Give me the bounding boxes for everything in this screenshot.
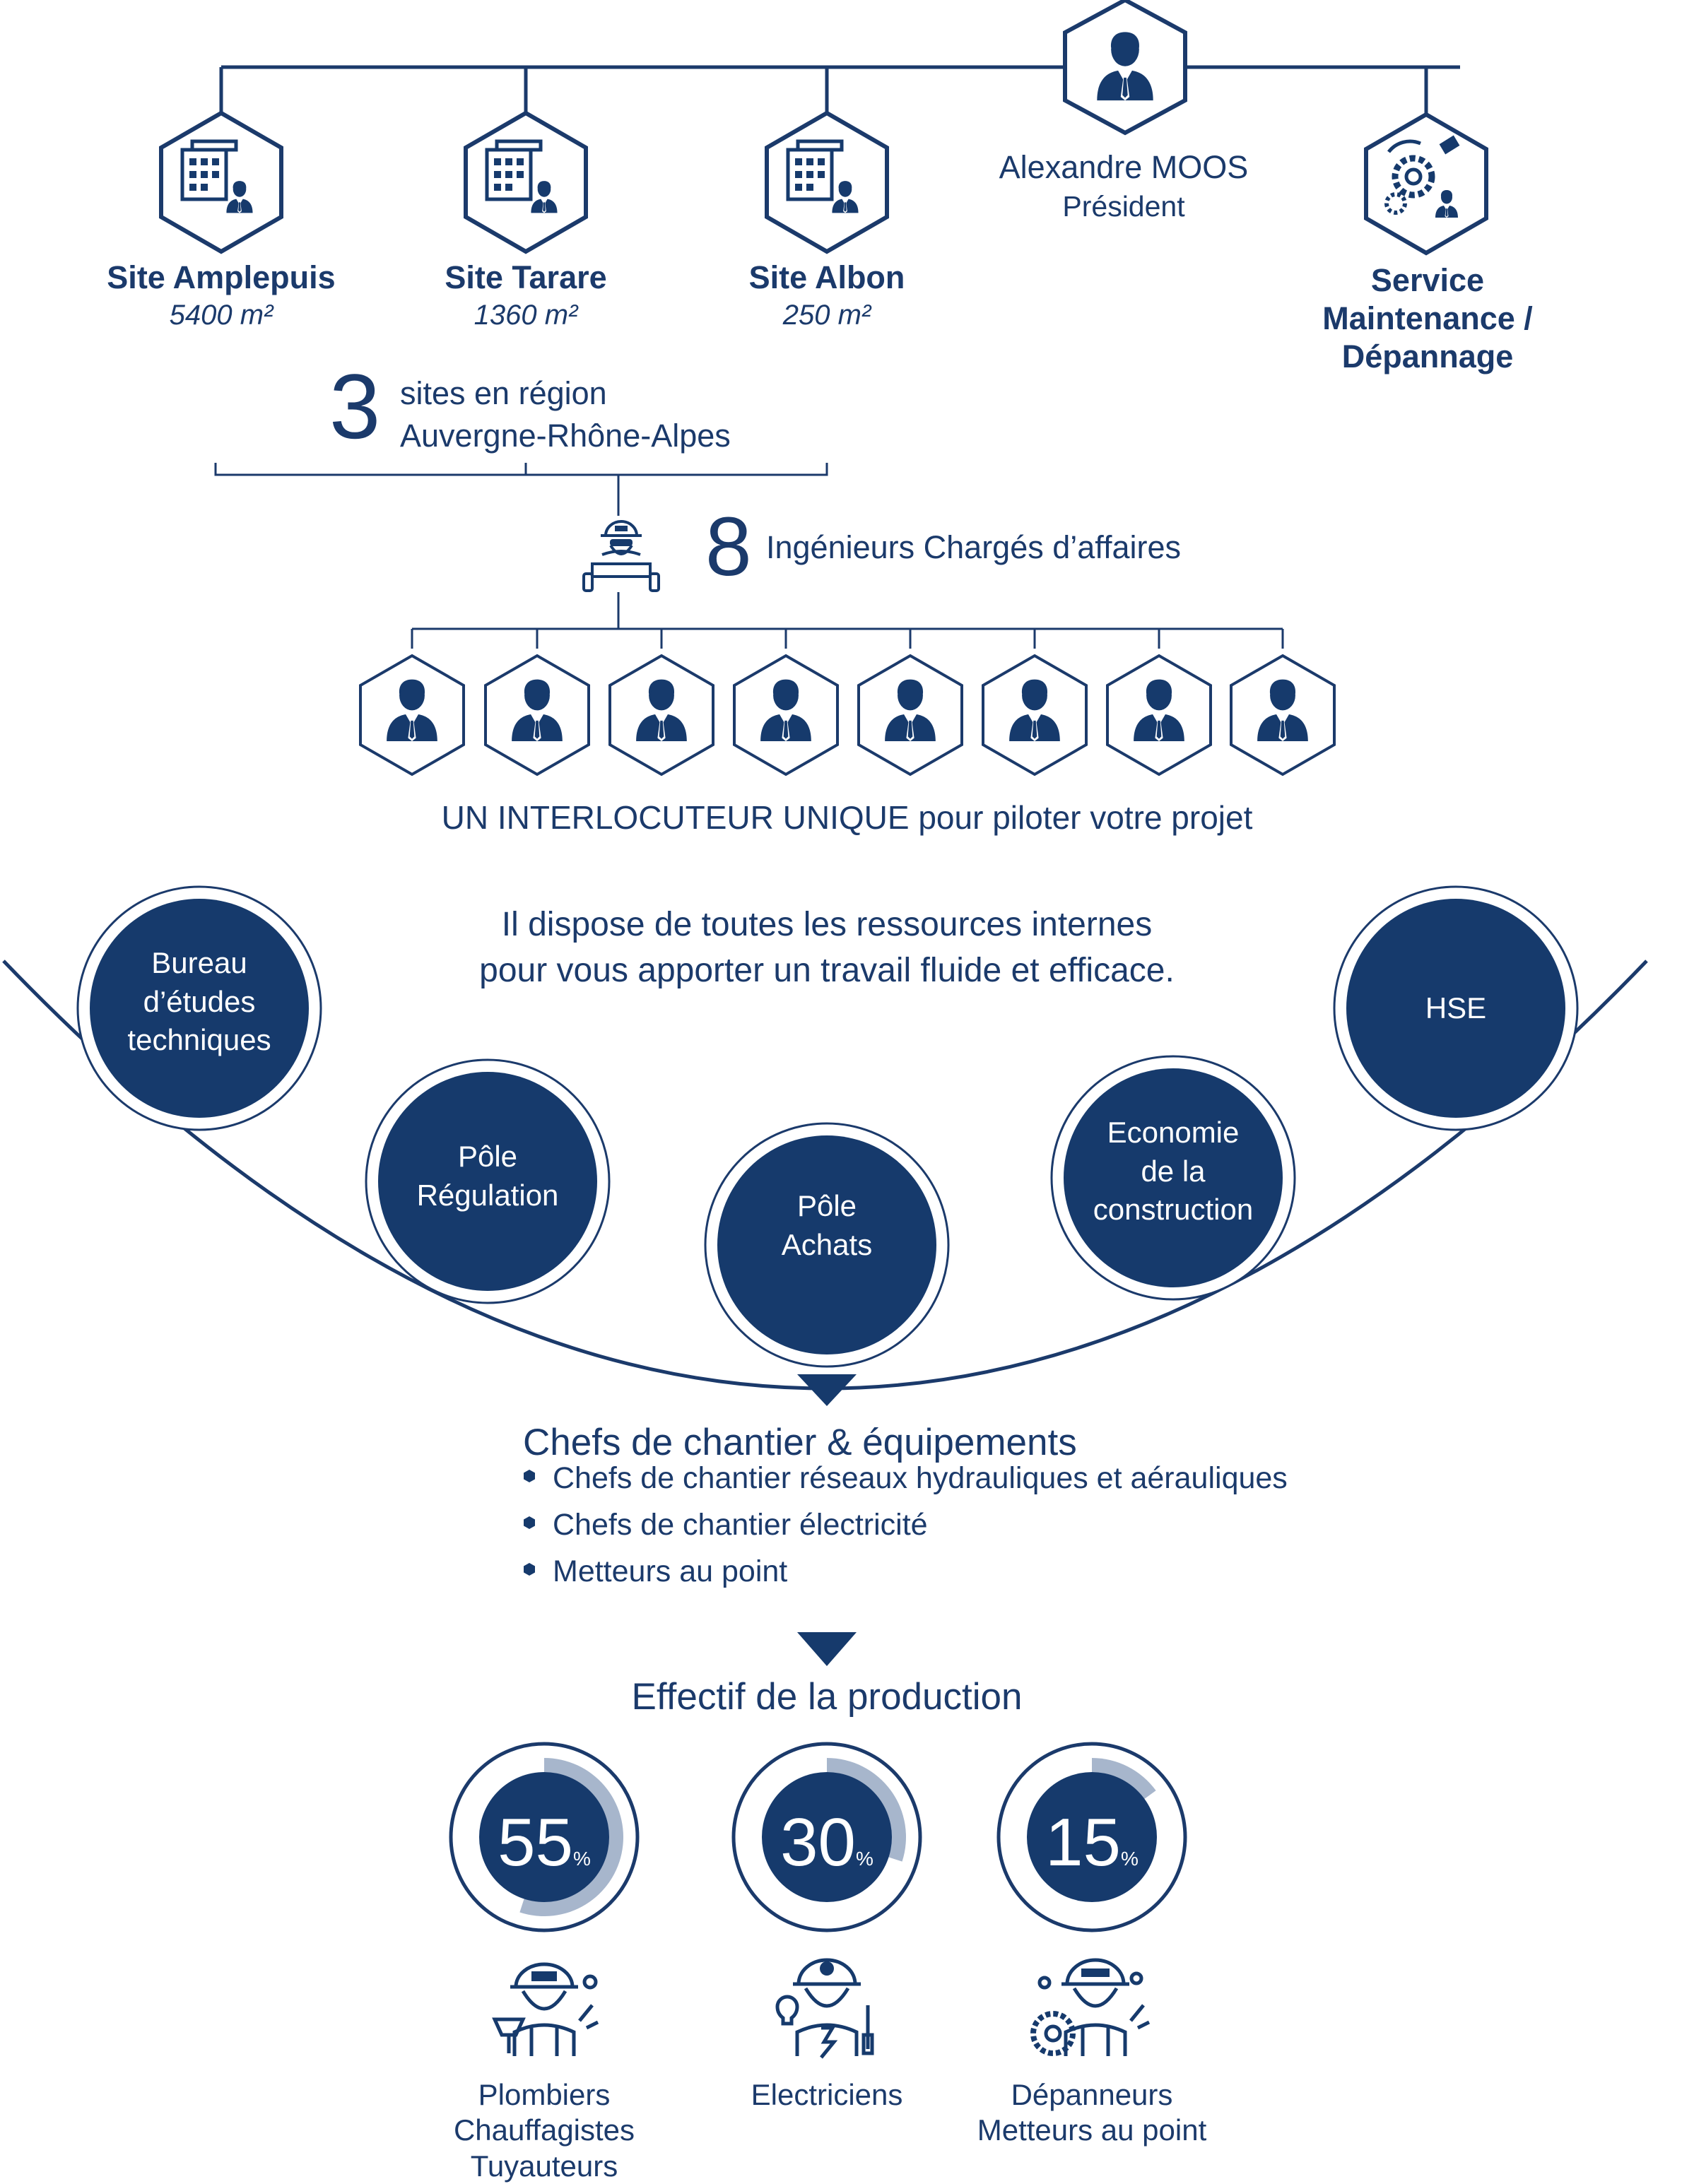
worker-label: Dépanneurs Metteurs au point [951,2077,1233,2149]
list-item: Chefs de chantier réseaux hydrauliques e… [523,1461,1288,1495]
region-line: Auvergne-Rhône-Alpes [400,418,731,454]
down-arrow [797,1632,857,1666]
list-item: Chefs de chantier électricité [523,1508,1288,1542]
percentage-number: 30 [780,1805,856,1880]
site-name: Site Tarare [445,259,607,295]
pole-label: Pôle Régulation [382,1138,594,1215]
hexagon-bullet-icon [524,1470,535,1482]
pole-label-line: Régulation [416,1178,559,1212]
worker-label-line: Tuyauteurs [470,2149,618,2183]
worker-label: Plombiers Chauffagistes Tuyauteurs [403,2077,686,2184]
engineer-hexagons [359,654,1336,777]
pole-label-line: Pôle [796,1189,857,1222]
hexagon-bullet-icon [524,1516,535,1529]
worker-label-line: Dépanneurs [1011,2078,1173,2111]
engineer-icon [582,520,660,592]
pole-label-line: construction [1093,1193,1254,1227]
service-name-line: Service [1370,262,1485,298]
single-contact-emphasis: UN INTERLOCUTEUR UNIQUE [441,799,910,836]
chefs-title: Chefs de chantier & équipements [523,1422,1077,1463]
hexagon-bullet-icon [524,1563,535,1576]
pole-label: Pôle Achats [721,1187,933,1264]
list-item-text: Metteurs au point [553,1554,788,1588]
top-connectors [219,65,1460,113]
pole-label-line: de la [1141,1154,1206,1188]
chefs-list: Chefs de chantier réseaux hydrauliques e… [523,1461,1288,1601]
pole-label-line: techniques [127,1023,271,1057]
pole-label: Bureau d’études techniques [93,944,305,1060]
engineers-count: 8 [705,500,752,594]
building-manager-icon [180,139,859,213]
list-item-text: Chefs de chantier réseaux hydrauliques e… [553,1461,1288,1495]
service-name-line: Dépannage [1341,338,1514,374]
sites-brace [214,463,828,516]
site-area: 5400 m² [169,300,273,331]
single-contact-rest: pour piloter votre projet [909,799,1253,836]
electrician-icon [775,1958,874,2059]
site-name: Site Albon [748,259,905,295]
site-area: 250 m² [782,300,871,331]
region-line: sites en région [400,375,607,411]
percentage-unit: % [855,1848,874,1870]
percentage-number: 15 [1045,1805,1121,1880]
down-arrow [797,1374,857,1406]
list-item: Metteurs au point [523,1554,1288,1588]
gears-technician-icon [1384,135,1460,218]
pole-label-line: Pôle [457,1140,518,1173]
engineers-bracket [411,627,1284,649]
percentage-number: 55 [498,1805,573,1880]
pole-label: Economie de la construction [1067,1114,1279,1229]
percentage-value: 30% [749,1802,905,1883]
worker-label-line: Electriciens [751,2078,903,2111]
production-title: Effectif de la production [631,1676,1023,1718]
pole-label-line: Achats [781,1227,873,1261]
region-count: 3 [329,355,381,458]
worker-label-line: Plombiers [478,2078,611,2111]
president-role: Président [1062,190,1185,223]
pole-label-line: Bureau [151,946,247,979]
service-name-line: Maintenance / [1322,300,1533,336]
worker-label: Electriciens [686,2077,968,2113]
production-donuts [449,1742,1187,1932]
plumber-icon [492,1962,599,2056]
donut-center [479,1772,609,1902]
site-area: 1360 m² [474,300,578,331]
president-name: Alexandre MOOS [999,149,1249,185]
pole-label-line: d’études [143,984,256,1018]
percentage-unit: % [572,1848,591,1870]
worker-label-line: Metteurs au point [977,2113,1207,2147]
donut-center [762,1772,892,1902]
percentage-value: 55% [466,1802,622,1883]
pole-label: HSE [1350,989,1562,1028]
engineers-label: Ingénieurs Chargés d’affaires [766,529,1182,565]
resources-line: Il dispose de toutes les ressources inte… [501,906,1153,943]
mechanic-icon [1030,1958,1151,2056]
pole-circles [76,885,1579,1368]
list-item-text: Chefs de chantier électricité [553,1508,928,1542]
single-contact: UN INTERLOCUTEUR UNIQUE pour piloter vot… [0,798,1694,837]
pole-label-line: HSE [1425,991,1487,1025]
percentage-value: 15% [1014,1802,1170,1883]
pole-label-line: Economie [1107,1116,1240,1149]
worker-label-line: Chauffagistes [453,2113,635,2147]
site-name: Site Amplepuis [107,259,336,295]
percentage-unit: % [1120,1848,1139,1870]
resources-line: pour vous apporter un travail fluide et … [479,952,1175,989]
donut-center [1027,1772,1157,1902]
